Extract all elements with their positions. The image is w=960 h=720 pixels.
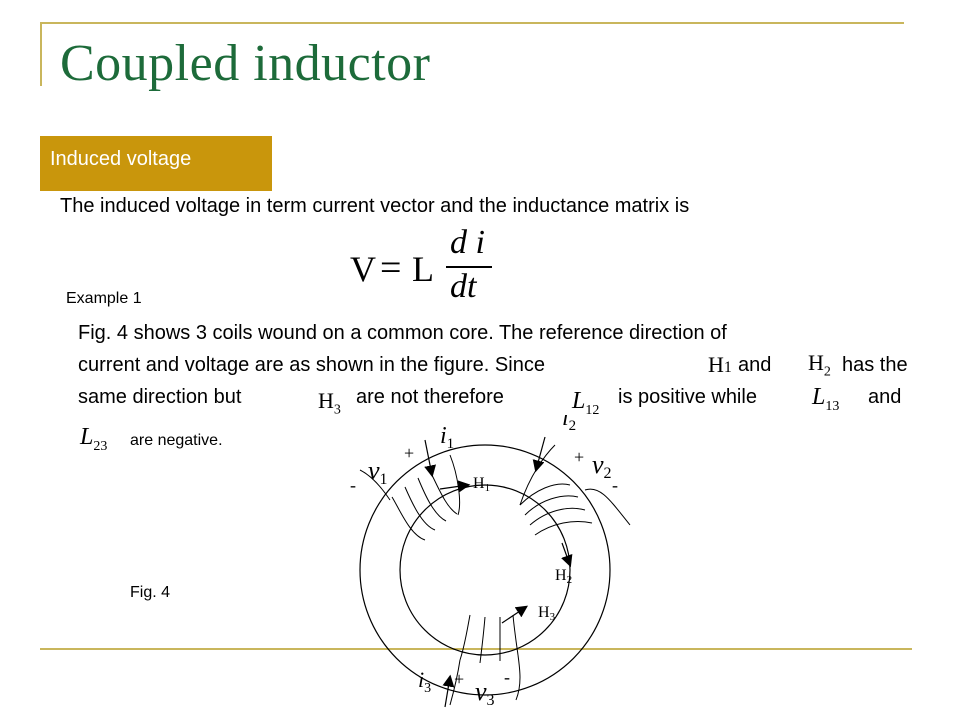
paragraph-line-1: Fig. 4 shows 3 coils wound on a common c…	[78, 322, 727, 344]
symbol-L23: L23	[80, 424, 108, 454]
label-i2: i2	[562, 415, 576, 434]
paragraph-line-2c: has the	[842, 354, 908, 376]
equation-denominator: dt	[450, 268, 477, 305]
current-arrow-1	[424, 439, 437, 478]
core-inner	[399, 484, 571, 656]
symbol-H2: H2	[808, 350, 831, 380]
flux-arrow-1	[439, 480, 471, 493]
example-label: Example 1	[66, 290, 142, 307]
equation-L: L	[412, 249, 434, 289]
paragraph-line-3a: same direction but	[78, 386, 242, 408]
symbol-H3: H3	[318, 388, 341, 418]
current-arrow-2	[532, 436, 546, 473]
paragraph-line-2a: current and voltage are as shown in the …	[78, 354, 545, 376]
decor-rule-top	[40, 22, 904, 24]
figure-label: Fig. 4	[130, 584, 171, 601]
fraction-bar	[446, 266, 492, 268]
slide-title: Coupled inductor	[60, 35, 431, 92]
polarity-plus-3: +	[454, 669, 464, 689]
polarity-plus-1: +	[404, 443, 414, 463]
paragraph-line-3d: and	[868, 386, 902, 408]
label-H3: H3	[538, 604, 556, 623]
decor-rule-bottom	[40, 648, 912, 650]
core-outer	[359, 444, 611, 696]
label-i3: i3	[418, 667, 431, 696]
label-v3: v3	[475, 677, 495, 709]
label-H2: H2	[555, 567, 572, 586]
equation-equals: =	[380, 247, 402, 289]
current-arrow-3	[442, 674, 455, 708]
flux-arrow-3	[501, 605, 528, 624]
equation: V = L d i dt	[350, 224, 510, 310]
coil-3	[449, 614, 521, 706]
flux-arrow-2	[561, 542, 573, 568]
equation-lhs: V	[350, 249, 376, 289]
polarity-minus-1: -	[350, 475, 356, 495]
coil-2	[519, 444, 631, 536]
polarity-minus-2: -	[612, 475, 618, 495]
decor-rule-vertical	[40, 22, 42, 86]
intro-text: The induced voltage in term current vect…	[60, 195, 690, 217]
polarity-minus-3: -	[504, 667, 510, 687]
paragraph-line-4: are negative.	[130, 432, 223, 449]
label-v1: v1	[368, 456, 388, 488]
symbol-L13: L13	[812, 384, 840, 414]
paragraph-line-3b: are not therefore	[356, 386, 504, 408]
paragraph-line-3c: is positive while	[618, 386, 757, 408]
label-v2: v2	[592, 450, 612, 482]
section-label: Induced voltage	[40, 136, 272, 191]
equation-numerator: d i	[450, 224, 485, 261]
polarity-plus-2: +	[574, 447, 584, 467]
paragraph-line-2b: and	[738, 354, 772, 376]
toroid-figure: i1 i2 i3 v1 v2 v3 H1 H2 H3 + - + - + -	[350, 415, 631, 709]
label-i1: i1	[440, 423, 454, 452]
symbol-L12: L12	[572, 388, 600, 418]
symbol-H1: H1	[708, 352, 732, 377]
label-H1: H1	[473, 475, 490, 494]
